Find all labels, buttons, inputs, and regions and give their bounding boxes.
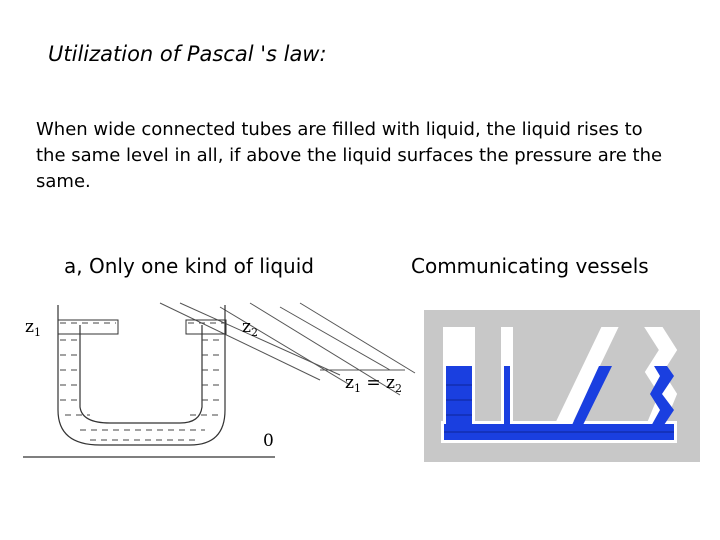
diagonal-guide-lines xyxy=(159,302,416,396)
equality-label: z1 = z2 xyxy=(345,373,402,395)
zero-label: 0 xyxy=(263,431,274,451)
liquid-lines xyxy=(444,384,674,433)
slide-title: Utilization of Pascal 's law: xyxy=(48,42,327,66)
z1-label: z1 xyxy=(25,317,41,339)
right-tube-top xyxy=(185,319,227,335)
u-tube-caption: a, Only one kind of liquid xyxy=(64,254,314,278)
description-paragraph: When wide connected tubes are filled wit… xyxy=(36,119,663,192)
communicating-vessels-diagram xyxy=(424,310,700,462)
z2-label: z2 xyxy=(242,317,258,339)
liquid-fill xyxy=(444,366,674,440)
u-tube-diagram: z1 z2 z1 = z2 0 xyxy=(23,302,416,458)
u-tube-walls xyxy=(57,305,226,446)
left-tube-top xyxy=(57,319,119,335)
liquid-hatching xyxy=(60,322,224,441)
vessels-caption: Communicating vessels xyxy=(411,254,649,278)
